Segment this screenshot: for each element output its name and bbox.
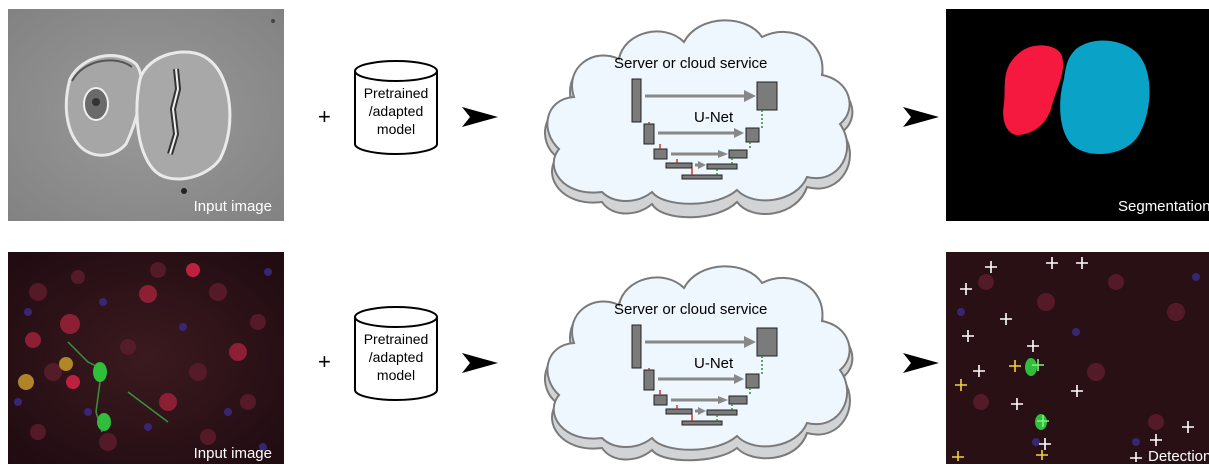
arrow-icon [462, 353, 498, 373]
model-label-line-2: /adapted [368, 349, 424, 365]
unet-diagram [631, 78, 778, 180]
cylinder-shape [354, 306, 438, 401]
cloud-title: Server or cloud service [614, 55, 768, 72]
segmentation-label: Segmentation [1118, 198, 1209, 215]
cloud-shape [544, 19, 854, 219]
unet-label: U-Net [694, 355, 734, 372]
detection-output: Detection [946, 252, 1209, 464]
arrow-icon [903, 107, 939, 127]
cloud-service: Server or cloud service U-Net [532, 258, 868, 464]
arrow-icon [903, 353, 939, 373]
model-label-line-3: model [376, 367, 416, 383]
model-label-line-1: Pretrained [363, 331, 429, 347]
phase-contrast-cells-graphic [8, 9, 284, 221]
input-image-label: Input image [193, 198, 272, 215]
segmentation-masks [1003, 40, 1150, 155]
model-cylinder-icon: Pretrained /adapted model [352, 305, 440, 402]
input-image-label: Input image [193, 445, 272, 462]
cloud-shape [544, 265, 854, 462]
plus-sign: + [318, 104, 331, 129]
model-cylinder-icon: Pretrained /adapted model [352, 59, 440, 156]
detection-graphic [946, 252, 1209, 464]
plus-sign: + [318, 349, 331, 374]
detection-markers [952, 257, 1194, 462]
input-image-fluorescence: Input image [8, 252, 284, 464]
model-label-line-2: /adapted [368, 103, 424, 119]
cylinder-shape [354, 60, 438, 155]
cloud-title: Server or cloud service [614, 301, 768, 318]
unet-label: U-Net [694, 109, 734, 126]
cloud-service: Server or cloud service U-Net [532, 12, 868, 224]
unet-diagram [631, 324, 778, 426]
input-image-phase-contrast: Input image [8, 9, 284, 221]
detection-label: Detection [1148, 448, 1209, 464]
model-label-line-1: Pretrained [363, 85, 429, 101]
model-label-line-3: model [376, 121, 416, 137]
arrow-icon [462, 107, 498, 127]
segmentation-output: Segmentation [946, 9, 1209, 221]
fluorescence-cells-graphic [8, 252, 284, 464]
